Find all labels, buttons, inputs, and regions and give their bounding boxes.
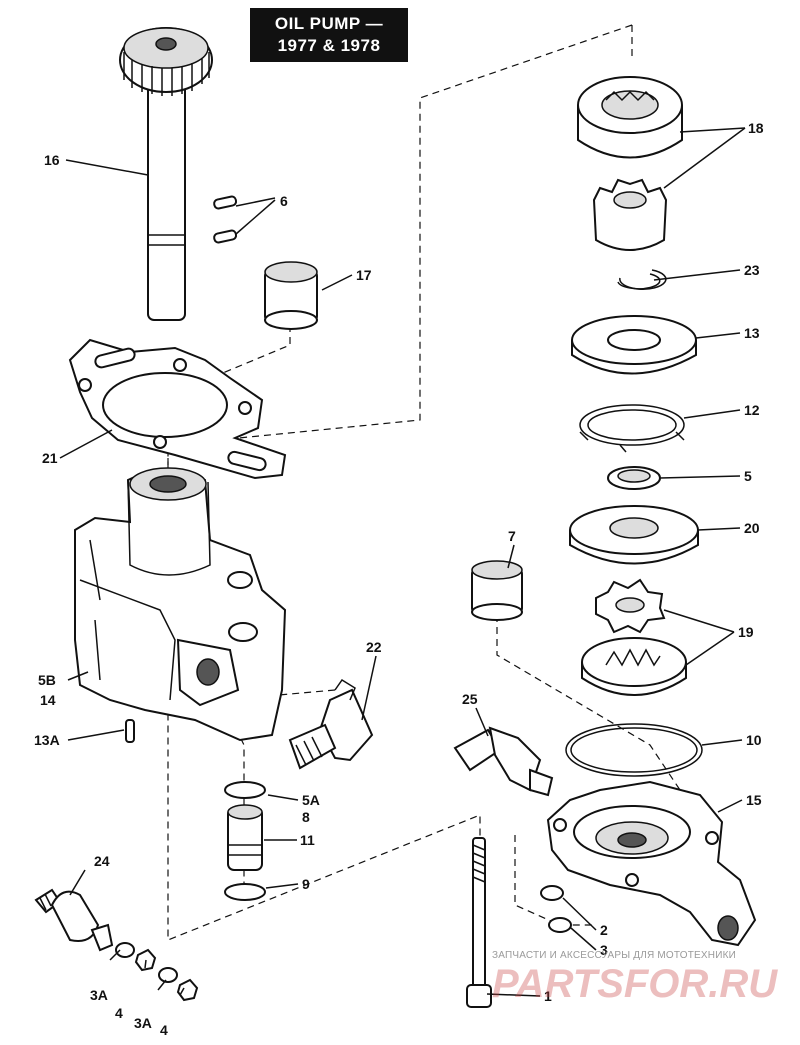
snap-ring [619, 269, 667, 290]
o-ring-9 [224, 883, 266, 901]
elbow-fitting [288, 678, 374, 770]
callout-20: 20 [744, 520, 760, 536]
bushing-7 [471, 560, 523, 621]
inner-gear-19 [595, 578, 666, 634]
pump-body [74, 467, 287, 742]
callout-3a-1: 3A [90, 987, 108, 1003]
bolt-guide-line [514, 835, 595, 926]
callout-23: 23 [744, 262, 760, 278]
callout-5: 5 [744, 468, 752, 484]
lockwasher-3 [548, 917, 572, 933]
leader-lines [59, 127, 746, 997]
title-line-2: 1977 & 1978 [277, 36, 381, 55]
plate-13 [571, 315, 697, 375]
cover-plate-20 [569, 505, 699, 565]
pressure-sender [34, 888, 114, 952]
callout-5b: 5B [38, 672, 56, 688]
watermark-logo: PARTSFOR.RU [492, 962, 778, 1006]
nuts-and-washers [115, 942, 199, 1002]
o-ring-5a [224, 781, 266, 799]
outer-rotor-19 [581, 637, 687, 696]
outer-rotor-18 [577, 76, 683, 159]
callout-13: 13 [744, 325, 760, 341]
callout-12: 12 [744, 402, 760, 418]
washer-2 [540, 885, 564, 901]
pins [213, 195, 238, 244]
callout-15: 15 [746, 792, 762, 808]
callout-17: 17 [356, 267, 372, 283]
callout-labels: 16 6 17 21 5B 14 13A 22 5A 8 11 9 24 3A … [34, 120, 764, 1038]
pump-cover-15 [546, 780, 757, 947]
callout-8: 8 [302, 809, 310, 825]
inner-gear-18 [592, 178, 668, 251]
callout-1: 1 [544, 988, 552, 1004]
title-line-1: OIL PUMP — [274, 14, 384, 33]
gear-guide-line [496, 615, 681, 791]
dowel-pin [125, 719, 135, 743]
callout-10: 10 [746, 732, 762, 748]
bushing [264, 261, 318, 330]
callout-3a-2: 3A [134, 1015, 152, 1031]
callout-21: 21 [42, 450, 58, 466]
title-box: OIL PUMP — 1977 & 1978 [250, 8, 408, 62]
callout-4-1: 4 [115, 1005, 123, 1021]
callout-18: 18 [748, 120, 764, 136]
check-valve [227, 804, 263, 871]
callout-16: 16 [44, 152, 60, 168]
wave-spring [579, 404, 685, 453]
callout-4-2: 4 [160, 1022, 168, 1038]
callout-11: 11 [300, 832, 315, 848]
callout-22: 22 [366, 639, 382, 655]
o-ring-10 [565, 723, 703, 777]
callout-25: 25 [462, 691, 478, 707]
hose-fitting-25 [453, 726, 554, 797]
callout-14: 14 [40, 692, 56, 708]
long-bolt [466, 837, 492, 1008]
callout-13a: 13A [34, 732, 60, 748]
callout-5a: 5A [302, 792, 320, 808]
callout-24: 24 [94, 853, 110, 869]
callout-2: 2 [600, 922, 608, 938]
oil-seal [607, 466, 661, 490]
callout-19: 19 [738, 624, 754, 640]
watermark-subtitle: ЗАПЧАСТИ И АКСЕССУАРЫ ДЛЯ МОТОТЕХНИКИ [492, 950, 737, 961]
gasket [68, 338, 287, 480]
callout-9: 9 [302, 876, 310, 892]
assembly-boundary [167, 24, 633, 1000]
callout-6: 6 [280, 193, 288, 209]
callout-7: 7 [508, 528, 516, 544]
drive-shaft-gear [119, 27, 213, 321]
bushing-guide-line [169, 325, 291, 396]
callout-3: 3 [600, 942, 608, 958]
